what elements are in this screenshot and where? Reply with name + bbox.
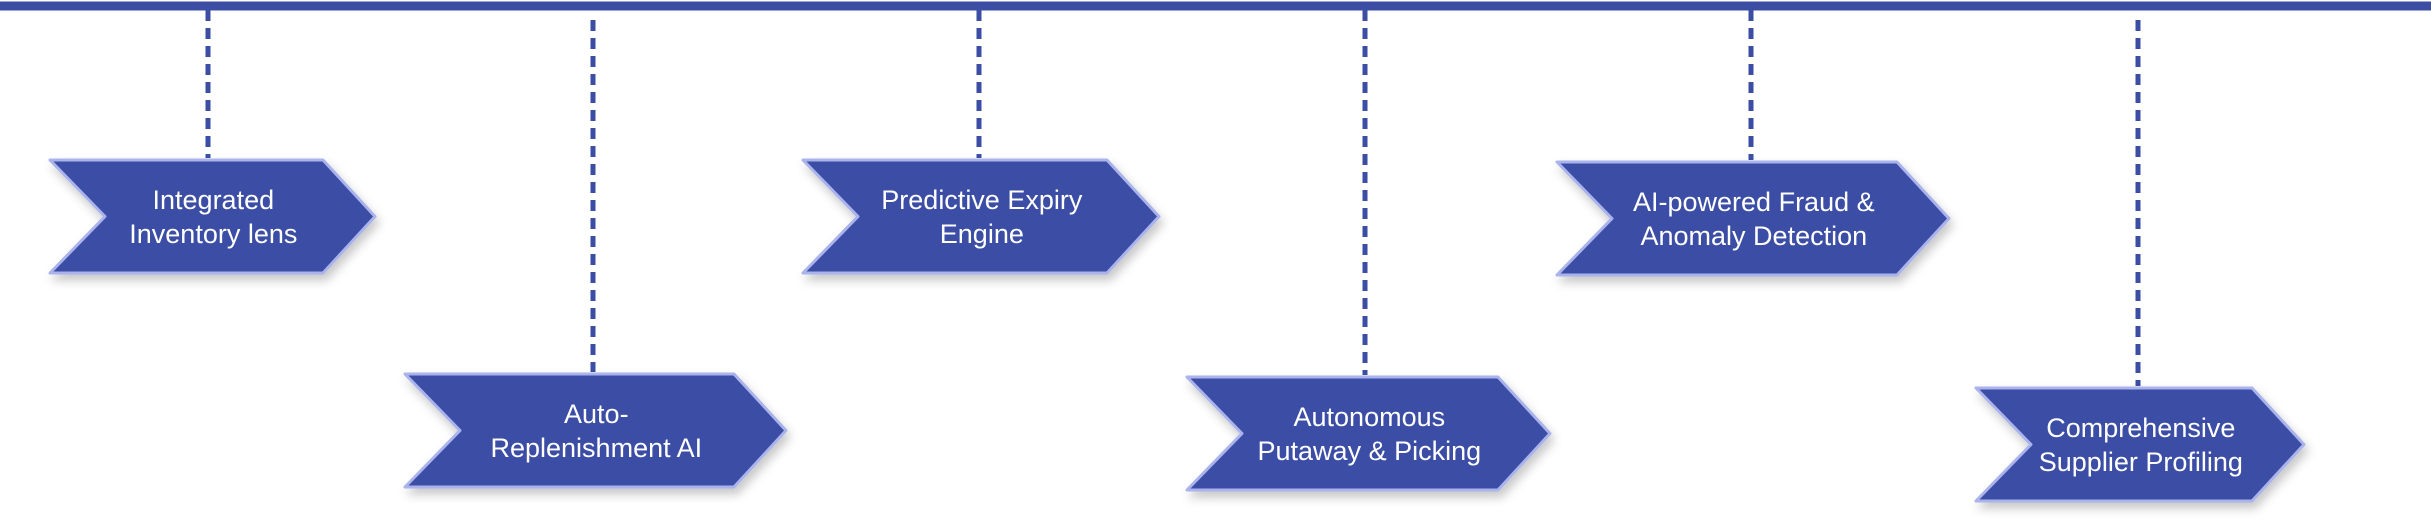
connector-lines xyxy=(205,10,2141,386)
chevron-step-5 xyxy=(1555,160,1951,277)
chevron-step-4 xyxy=(1185,375,1552,492)
chevron-step-2 xyxy=(403,372,788,489)
chevron-step-6 xyxy=(1974,386,2306,503)
chevron-shapes xyxy=(48,158,2306,503)
chevron-step-1 xyxy=(48,158,377,275)
chevron-step-3 xyxy=(801,158,1161,275)
